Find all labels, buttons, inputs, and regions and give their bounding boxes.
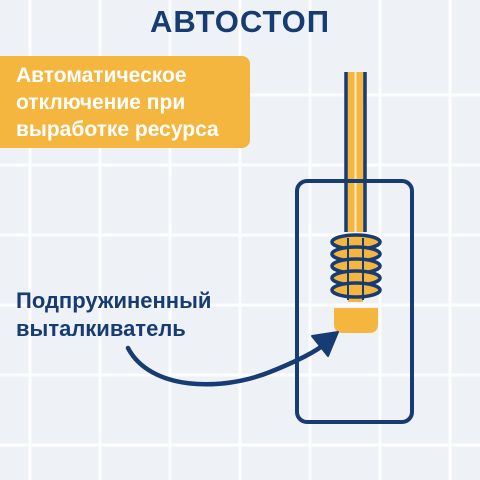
banner-text: Автоматическое отключение при выработке … [16, 62, 248, 143]
pusher-label-line-1: Подпружиненный [16, 288, 212, 313]
banner-line-2: отключение при [16, 91, 186, 114]
banner-line-1: Автоматическое [16, 64, 187, 87]
banner-line-3: выработке ресурса [16, 118, 219, 141]
page-title: АВТОСТОП [149, 4, 331, 39]
housing-frame-icon [295, 179, 414, 424]
coil-spring-icon [330, 233, 382, 302]
curved-arrow-icon [125, 331, 339, 387]
wick-rod-icon [344, 72, 367, 232]
pusher-label: Подпружиненный выталкиватель [16, 287, 246, 343]
pusher-label-line-2: выталкиватель [16, 316, 186, 341]
pusher-cap-icon [334, 308, 378, 333]
info-banner [0, 56, 250, 148]
